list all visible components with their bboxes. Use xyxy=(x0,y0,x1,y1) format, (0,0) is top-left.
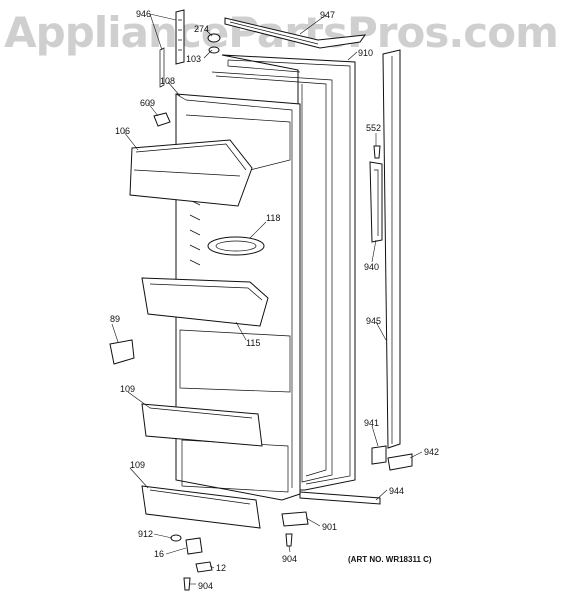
part-904-screw-right[interactable] xyxy=(285,533,293,547)
part-912-cap[interactable] xyxy=(170,534,182,542)
part-947-top-cap[interactable] xyxy=(224,17,367,49)
callout-947: 947 xyxy=(320,10,335,20)
part-942-hinge[interactable] xyxy=(387,453,413,471)
callout-940: 940 xyxy=(364,262,379,272)
art-number: (ART NO. WR18311 C) xyxy=(348,555,432,564)
callout-109-lower: 109 xyxy=(130,460,145,470)
callout-941: 941 xyxy=(364,418,379,428)
part-274-hinge-pin[interactable] xyxy=(207,33,221,54)
callout-910: 910 xyxy=(358,48,373,58)
part-12-pin[interactable] xyxy=(195,561,213,573)
door-gasket xyxy=(211,71,333,483)
part-89-cup[interactable] xyxy=(109,339,135,365)
callout-labels: 946 274 947 103 910 108 609 106 552 118 … xyxy=(110,9,439,591)
callout-89: 89 xyxy=(110,314,120,324)
callout-942: 942 xyxy=(424,447,439,457)
callout-912: 912 xyxy=(138,529,153,539)
part-118-egg-tray[interactable] xyxy=(207,236,265,256)
callout-904-lower: 904 xyxy=(198,581,213,591)
callout-274: 274 xyxy=(194,24,209,34)
callout-16: 16 xyxy=(154,549,164,559)
part-109-lower-bin[interactable] xyxy=(141,485,261,529)
part-910-outer-door[interactable] xyxy=(221,54,356,491)
leader-lines xyxy=(111,13,423,585)
callout-106: 106 xyxy=(115,126,130,136)
callout-901: 901 xyxy=(322,522,337,532)
part-945-handle-trim[interactable] xyxy=(382,49,401,449)
part-904-screw-lower[interactable] xyxy=(183,577,191,591)
callout-904-right: 904 xyxy=(282,554,297,564)
callout-552: 552 xyxy=(366,123,381,133)
callout-944: 944 xyxy=(389,486,404,496)
callout-118: 118 xyxy=(266,213,280,223)
callout-12: 12 xyxy=(216,563,226,573)
part-901-cover[interactable] xyxy=(281,511,309,527)
part-940-handle-bracket[interactable] xyxy=(369,161,383,243)
part-944-bottom-strip[interactable] xyxy=(299,491,381,505)
part-115-door-bin[interactable] xyxy=(141,277,269,327)
part-552-screw[interactable] xyxy=(373,145,381,159)
callout-115: 115 xyxy=(246,338,260,348)
part-109-upper-bin[interactable] xyxy=(141,403,263,447)
callout-946: 946 xyxy=(136,9,151,19)
callout-609: 609 xyxy=(140,98,155,108)
part-609-clip[interactable] xyxy=(153,112,171,127)
part-16-roller[interactable] xyxy=(185,537,203,555)
callout-945: 945 xyxy=(366,316,381,326)
part-941-bracket[interactable] xyxy=(371,445,387,465)
callout-109-upper: 109 xyxy=(120,384,135,394)
part-106-dairy-door[interactable] xyxy=(129,139,253,207)
callout-108: 108 xyxy=(160,76,175,86)
part-946-bracket[interactable] xyxy=(159,9,185,88)
callout-103: 103 xyxy=(186,54,201,64)
